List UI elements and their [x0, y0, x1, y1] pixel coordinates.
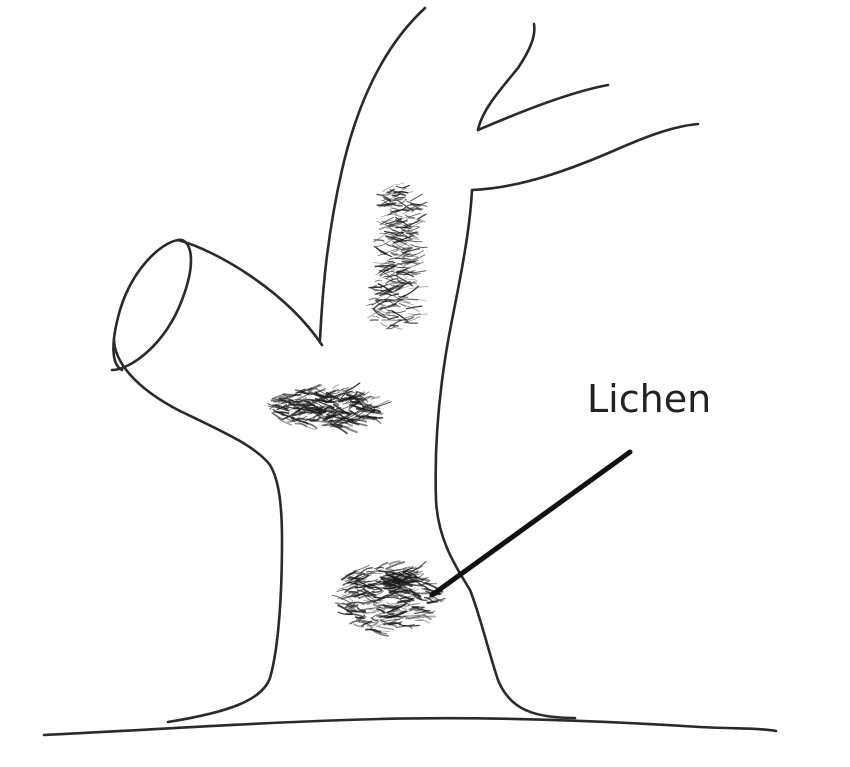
small-branch-lower-edge — [476, 83, 610, 132]
lichen-patch-lower — [331, 560, 446, 637]
trunk-right-outline — [434, 188, 577, 720]
lichen-label: Lichen — [587, 377, 711, 421]
small-branch-upper-edge — [476, 22, 536, 132]
trunk-left-outline — [112, 338, 284, 724]
cut-branch-end — [110, 238, 193, 372]
cut-branch-top-edge — [176, 238, 324, 347]
lichen-leader-line — [429, 449, 633, 598]
lichen-patch-middle — [267, 382, 392, 435]
lichen-patch-upper — [366, 182, 429, 330]
central-branch-left-edge — [318, 6, 427, 342]
ground-line — [42, 716, 778, 737]
upper-right-branch — [470, 122, 700, 192]
